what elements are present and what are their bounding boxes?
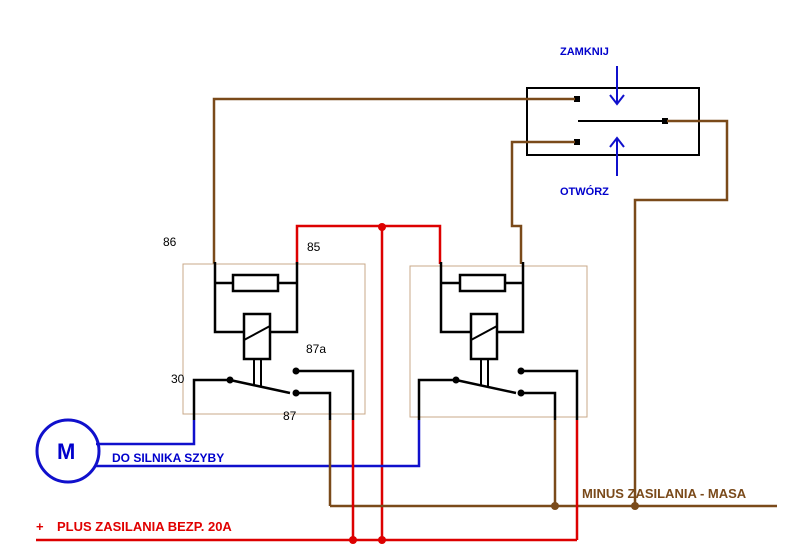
label-do-silnika-szyby: DO SILNIKA SZYBY xyxy=(112,451,224,465)
relay-2-pin87a-wire xyxy=(521,369,579,420)
label-pin85: 85 xyxy=(307,240,321,254)
motor-symbol xyxy=(35,418,101,484)
relay-1-coil-left xyxy=(213,262,245,334)
wire-red-85-bus xyxy=(295,224,442,264)
switch-terminal-common xyxy=(662,118,668,124)
window-switch: ZAMKNIJ OTWÓRZ xyxy=(526,46,700,198)
label-pin87a: 87a xyxy=(306,342,326,356)
junction-plus-relay1 xyxy=(349,536,357,544)
switch-terminal-lower xyxy=(574,139,580,145)
relay-2-switch-blade xyxy=(455,378,517,395)
relay-2 xyxy=(409,262,588,420)
label-zamknij: ZAMKNIJ xyxy=(560,46,609,58)
relay-2-resistor xyxy=(458,273,507,293)
relay-1: 86 85 87a 30 87 xyxy=(163,235,366,423)
supply-85-wires xyxy=(295,223,442,540)
wire-switch-to-relay1-86 xyxy=(212,97,575,264)
relay-1-pin87-wire xyxy=(296,391,332,420)
relay-1-coil-right xyxy=(269,262,299,334)
label-plus-zasilania: PLUS ZASILANIA BEZP. 20A xyxy=(57,519,232,534)
relay-1-coil-diagonal xyxy=(243,325,271,341)
junction-ground-switch xyxy=(631,502,639,510)
close-arrow-icon xyxy=(609,66,625,106)
label-pin86: 86 xyxy=(163,235,177,249)
motor-circuit: M DO SILNIKA SZYBY xyxy=(35,418,421,484)
switch-terminal-upper xyxy=(574,96,580,102)
relay-1-housing xyxy=(182,263,366,415)
plus-sign-icon: + xyxy=(36,519,44,534)
relay-2-coil xyxy=(469,312,499,361)
supply-bus: + PLUS ZASILANIA BEZP. 20A xyxy=(36,420,579,544)
control-wires xyxy=(212,97,729,506)
relay-2-coil-diagonal xyxy=(470,325,498,341)
open-arrow-icon xyxy=(609,136,625,176)
junction-red-85 xyxy=(378,223,386,231)
relay-1-resistor xyxy=(231,273,280,293)
relay-1-pin87a-wire xyxy=(296,369,355,420)
relay-2-pin87-wire xyxy=(521,391,557,420)
wire-switch-common-to-ground xyxy=(633,119,729,506)
ground-bus: MINUS ZASILANIA - MASA xyxy=(328,420,777,510)
wire-motor-to-relay1-30 xyxy=(96,420,196,446)
relay-2-coil-left xyxy=(439,262,472,334)
relay-2-pin30-wire xyxy=(417,378,456,420)
relay-1-switch-blade xyxy=(229,378,291,395)
label-pin87: 87 xyxy=(283,409,297,423)
junction-plus-85 xyxy=(378,536,386,544)
motor-label: M xyxy=(57,439,75,464)
relay-1-pin30-wire xyxy=(192,378,230,420)
relay-2-coil-right xyxy=(496,262,525,334)
label-minus-zasilania: MINUS ZASILANIA - MASA xyxy=(582,486,747,501)
wire-motor-to-relay2-30 xyxy=(96,420,421,468)
relay-1-coil xyxy=(242,312,272,361)
junction-ground-relay2 xyxy=(551,502,559,510)
label-pin30: 30 xyxy=(171,372,185,386)
wire-switch-to-relay2-86 xyxy=(510,140,575,264)
relay-2-housing xyxy=(409,265,588,418)
label-otworz: OTWÓRZ xyxy=(560,185,609,198)
